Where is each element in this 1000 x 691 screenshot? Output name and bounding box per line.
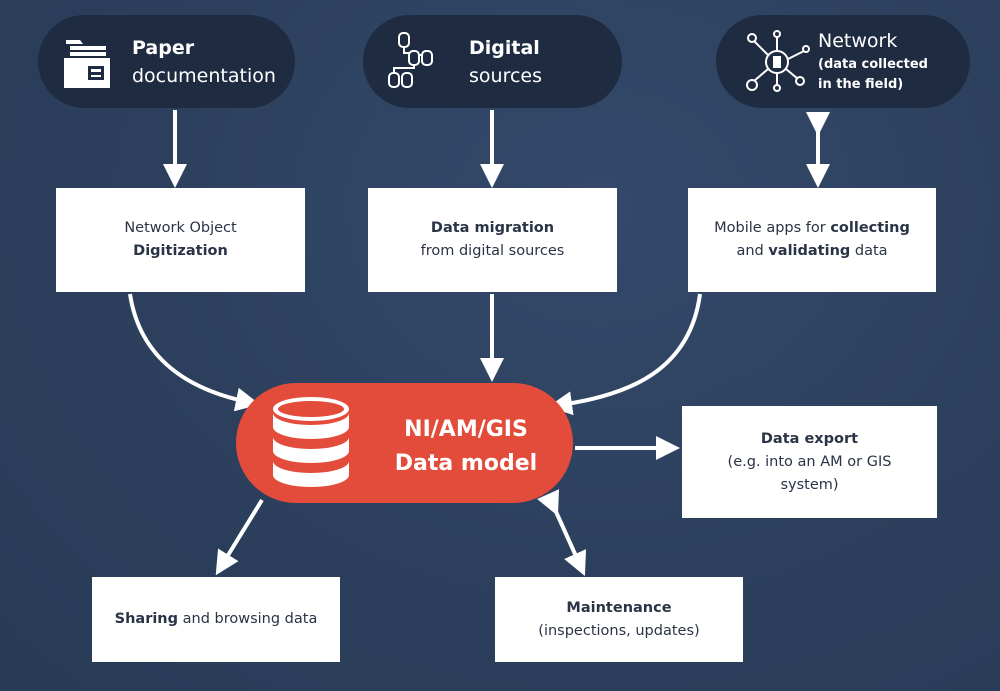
mobile-text-1: Mobile apps for	[714, 220, 831, 236]
network-subtitle-2: in the field)	[818, 77, 904, 92]
network-title: Network	[818, 30, 898, 52]
source-network: Network (data collected in the field)	[716, 15, 970, 108]
core-title-2: Data model	[394, 451, 538, 476]
output-data-export: Data export (e.g. into an AM or GIS syst…	[682, 406, 937, 518]
mobile-text-5: data	[850, 243, 888, 259]
sharing-rest: and browsing data	[178, 611, 318, 627]
network-subtitle-1: (data collected	[818, 57, 928, 72]
digital-title: Digital	[469, 36, 540, 59]
migration-line2: from digital sources	[420, 243, 565, 259]
maintenance-line2: (inspections, updates)	[538, 622, 700, 639]
paper-subtitle: documentation	[132, 64, 276, 87]
folder-document-icon	[64, 39, 110, 88]
arrow-digitization-to-core	[128, 293, 260, 412]
digitization-line2: Digitization	[133, 243, 228, 259]
process-mobile-apps: Mobile apps for collecting and validatin…	[688, 188, 936, 292]
process-digitization: Network Object Digitization	[56, 188, 305, 292]
export-line1: Data export	[760, 430, 859, 447]
output-sharing: Sharing and browsing data	[92, 577, 340, 662]
export-line2: (e.g. into an AM or GIS	[727, 453, 892, 470]
mobile-text-4: validating	[768, 243, 851, 259]
sharing-bold: Sharing	[114, 611, 179, 627]
core-data-model: NI/AM/GIS Data model	[236, 383, 573, 503]
source-paper-documentation: Paper documentation	[38, 15, 295, 108]
migration-line1: Data migration	[430, 220, 555, 236]
database-tree-icon	[388, 31, 433, 88]
arrow-core-to-sharing	[215, 498, 264, 576]
export-line3: system)	[780, 476, 839, 493]
digital-subtitle: sources	[469, 64, 542, 87]
arrow-mobile-to-core	[548, 293, 702, 416]
maintenance-line1: Maintenance	[566, 599, 672, 616]
process-data-migration: Data migration from digital sources	[368, 188, 617, 292]
output-maintenance: Maintenance (inspections, updates)	[495, 577, 743, 662]
source-digital: Digital sources	[363, 15, 622, 108]
digitization-line1: Network Object	[124, 220, 237, 236]
network-node-icon	[746, 29, 810, 92]
mobile-text-2: collecting	[830, 220, 910, 236]
arrow-core-maintenance	[537, 489, 587, 576]
mobile-text-3: and	[736, 243, 769, 259]
paper-title: Paper	[132, 36, 195, 59]
core-title-1: NI/AM/GIS	[404, 417, 528, 442]
database-icon	[273, 397, 349, 487]
